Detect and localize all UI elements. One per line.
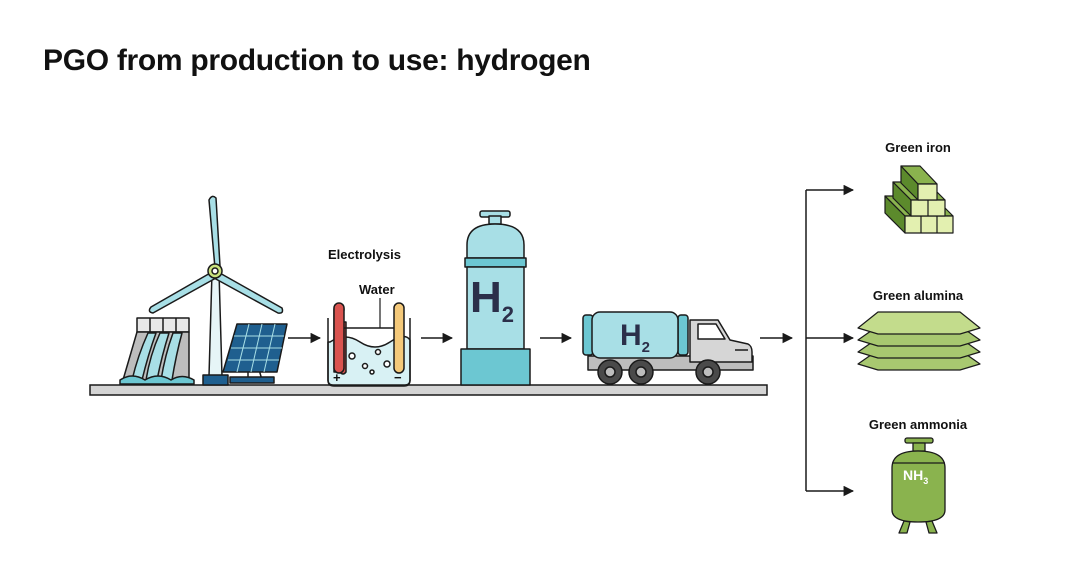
green-iron-label: Green iron	[885, 140, 951, 155]
hydrogen-tanker-truck-icon	[582, 311, 754, 385]
green-ammonia-label: Green ammonia	[869, 417, 968, 432]
storage-h-letter: H	[470, 273, 502, 322]
wind-turbine-icon	[148, 195, 284, 386]
water-label: Water	[359, 282, 395, 297]
ammonia-subscript: 3	[923, 476, 928, 486]
truck-subscript: 2	[642, 339, 650, 356]
green-ammonia-cylinder-icon	[891, 437, 946, 534]
solar-panel-icon	[222, 323, 288, 384]
anode-plus-sign: +	[333, 370, 341, 385]
green-alumina-label: Green alumina	[873, 288, 964, 303]
green-alumina-sheets-icon	[857, 311, 981, 371]
ground-bar	[89, 384, 768, 396]
truck-h-letter: H	[620, 319, 642, 352]
cathode-minus-sign: −	[394, 370, 402, 385]
green-iron-ingots-icon	[884, 165, 954, 234]
hydrogen-storage-tank-icon	[460, 210, 531, 386]
hydro-dam-icon	[119, 317, 195, 385]
page-title: PGO from production to use: hydrogen	[43, 44, 591, 77]
truck-h2-formula: H2	[620, 319, 650, 356]
ammonia-formula: NH3	[903, 467, 928, 486]
ammonia-nh-letters: NH	[903, 467, 923, 483]
storage-subscript: 2	[502, 302, 514, 327]
electrolysis-tank-icon	[327, 302, 411, 387]
storage-h2-formula: H2	[470, 273, 514, 327]
electrolysis-label: Electrolysis	[328, 247, 401, 262]
